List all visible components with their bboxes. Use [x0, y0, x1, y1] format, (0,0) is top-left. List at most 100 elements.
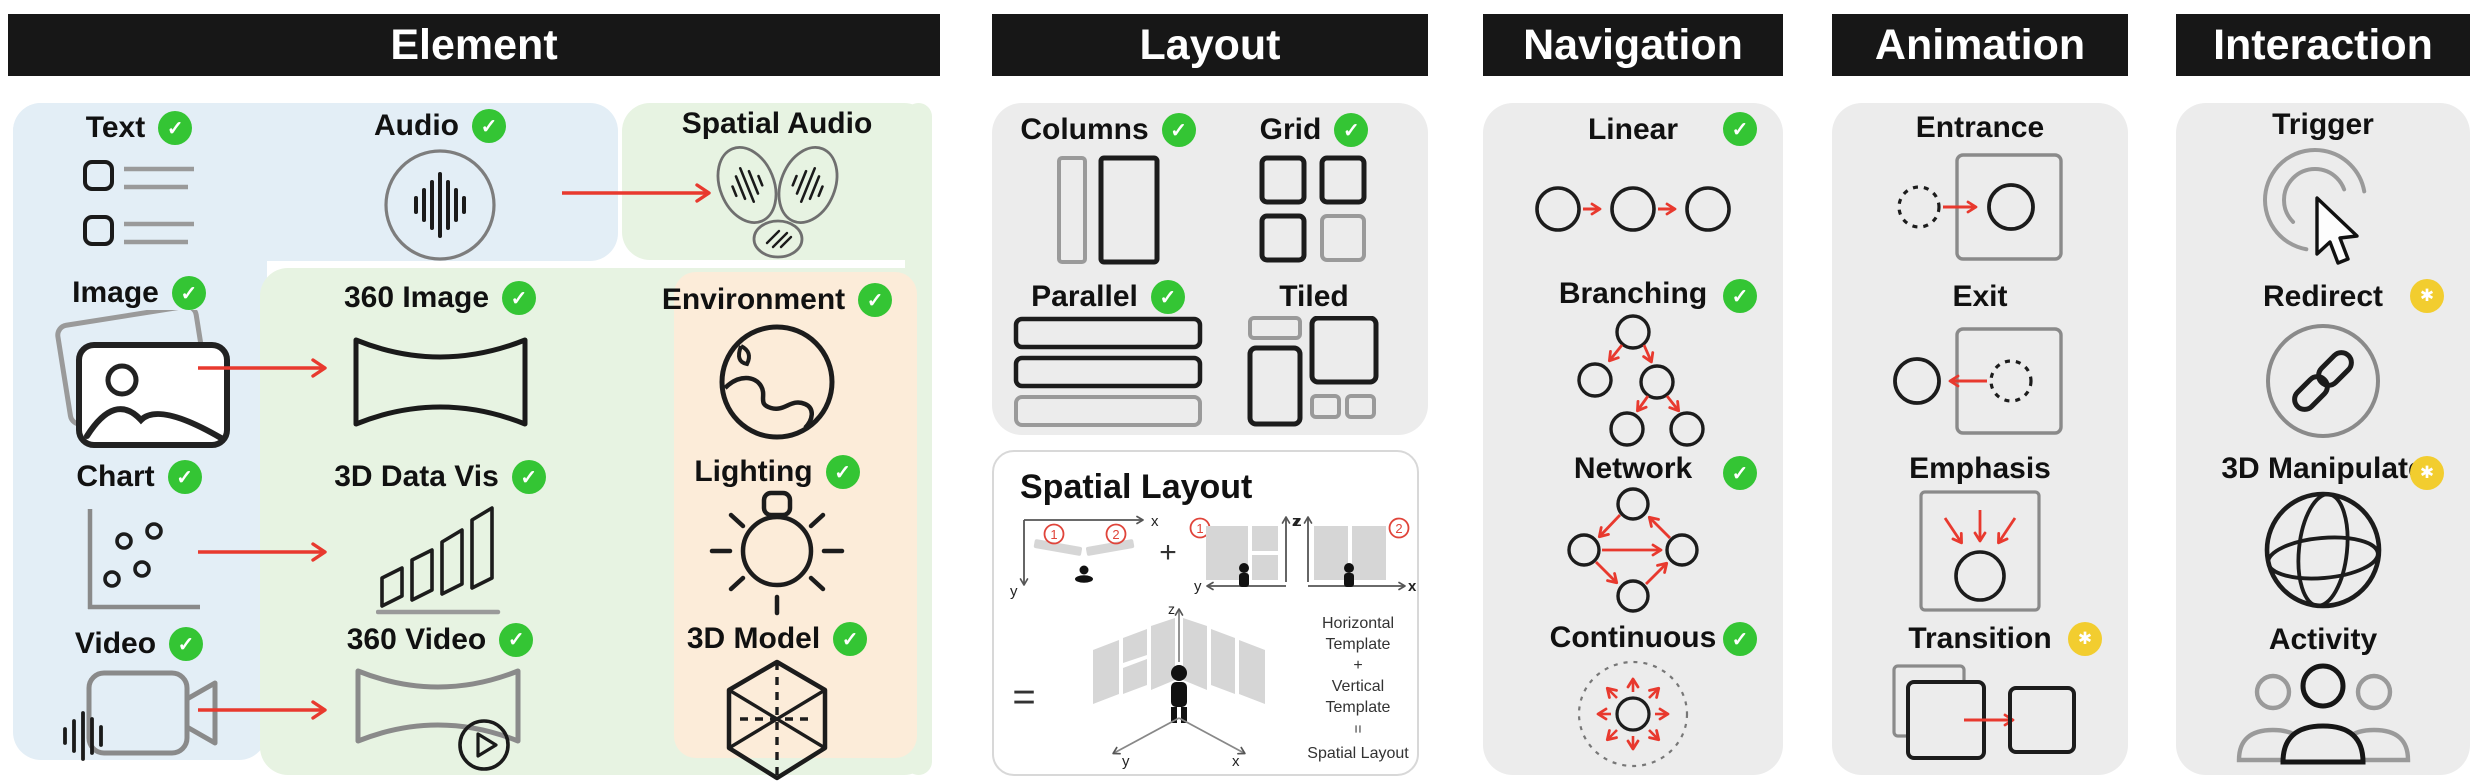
note-line: +	[1353, 657, 1362, 674]
star-badge: ✱	[2068, 622, 2102, 656]
branching-nav-icon	[1483, 312, 1783, 447]
section-title: Element	[390, 20, 558, 69]
axis-y-label: y	[1122, 753, 1130, 770]
num-1: 1	[1050, 527, 1057, 542]
section-interaction: Interaction Trigger Redirect ✱	[2176, 0, 2470, 784]
exit-icon	[1832, 319, 2128, 443]
spatial-layout-diagram: x y 1 2 + 1	[1010, 513, 1417, 770]
linear-nav-icon	[1483, 152, 1783, 266]
item-parallel: Parallel ✓	[1008, 278, 1208, 428]
sphere-3d-icon	[2176, 486, 2470, 614]
animation-panel	[1832, 103, 2128, 775]
item-continuous: Continuous ✓	[1483, 618, 1783, 770]
video-360-icon	[260, 657, 620, 772]
vertical-template-2: z 2 x	[1294, 513, 1417, 595]
item-label: Exit	[1952, 280, 2008, 313]
item-3d-model: 3D Model ✓	[622, 622, 932, 781]
item-3d-data-vis: 3D Data Vis ✓	[260, 455, 620, 623]
star-badge: ✱	[2410, 279, 2444, 313]
item-label: Parallel	[1031, 280, 1138, 313]
item-label: Columns	[1020, 113, 1149, 146]
image-360-icon	[260, 320, 620, 444]
entrance-icon	[1832, 148, 2128, 266]
item-label: Spatial Audio	[681, 106, 873, 140]
section-header-layout: Layout	[992, 14, 1428, 76]
axis-x-label: x	[1408, 578, 1417, 595]
equals-sign: =	[1012, 675, 1035, 719]
check-badge: ✓	[1334, 113, 1369, 147]
model-3d-icon	[622, 656, 932, 784]
note-line: Horizontal	[1322, 615, 1394, 632]
axis-z-label: z	[1168, 601, 1175, 617]
image-icon	[13, 310, 265, 450]
check-badge: ✓	[158, 111, 193, 145]
item-lighting: Lighting ✓	[622, 455, 932, 623]
navigation-panel	[1483, 103, 1783, 775]
check-badge: ✓	[1723, 112, 1757, 146]
item-spatial-audio: Spatial Audio	[622, 106, 932, 261]
num-2: 2	[1395, 521, 1402, 536]
item-label: Image	[72, 276, 159, 309]
item-label: Video	[74, 627, 157, 660]
item-3d-manipulate: 3D Manipulate ✱	[2176, 452, 2470, 614]
grid-icon	[1214, 152, 1414, 268]
check-badge: ✓	[171, 276, 206, 310]
arrow-chart-to-3d-data-vis	[198, 542, 327, 562]
item-activity: Activity	[2176, 618, 2470, 770]
star-badge: ✱	[2410, 456, 2444, 490]
section-title: Animation	[1874, 20, 2086, 69]
check-badge: ✓	[1723, 456, 1757, 490]
arrow-video-to-360-video	[198, 700, 327, 720]
check-badge: ✓	[858, 283, 893, 317]
axis-x-label: x	[1232, 753, 1240, 770]
section-title: Navigation	[1523, 20, 1743, 69]
item-branching: Branching ✓	[1483, 275, 1783, 447]
item-label: Network	[1573, 452, 1693, 485]
check-badge: ✓	[825, 455, 860, 489]
continuous-nav-icon	[1483, 658, 1783, 770]
item-label: Activity	[2268, 623, 2378, 656]
item-network: Network ✓	[1483, 452, 1783, 614]
section-header-animation: Animation	[1832, 14, 2128, 76]
transition-icon	[1832, 660, 2128, 770]
section-title: Interaction	[2213, 20, 2433, 69]
item-label: Redirect	[2262, 280, 2384, 313]
section-navigation: Navigation Linear ✓ Branching ✓	[1483, 0, 1783, 784]
item-label: Environment	[661, 283, 846, 316]
item-environment: Environment ✓	[622, 280, 932, 444]
lighting-icon	[622, 489, 932, 629]
axis-z-label: z	[1294, 513, 1302, 530]
item-redirect: Redirect ✱	[2176, 275, 2470, 443]
environment-icon	[622, 320, 932, 444]
check-badge: ✓	[1723, 622, 1757, 656]
spatial-audio-icon	[622, 141, 932, 261]
item-exit: Exit	[1832, 275, 2128, 443]
section-layout: Layout Columns ✓ Grid ✓	[992, 0, 1428, 784]
num-2: 2	[1112, 527, 1119, 542]
arrow-image-to-360-image	[198, 358, 327, 378]
parallel-icon	[1008, 316, 1208, 428]
item-chart: Chart ✓	[13, 455, 265, 623]
item-label: Trigger	[2272, 108, 2374, 141]
check-badge: ✓	[1723, 279, 1757, 313]
check-badge: ✓	[169, 627, 204, 661]
data-vis-3d-icon	[260, 499, 620, 623]
item-label: Entrance	[1915, 111, 2045, 144]
item-label: Text	[85, 111, 146, 144]
spatial-layout-box: Spatial Layout x y 1 2 +	[992, 450, 1419, 776]
item-label: 360 Image	[343, 281, 490, 314]
note-line: Spatial Layout	[1307, 745, 1409, 762]
item-360-video: 360 Video ✓	[260, 622, 620, 772]
network-nav-icon	[1483, 486, 1783, 614]
arrow-audio-to-spatial-audio	[562, 183, 711, 203]
check-badge: ✓	[511, 460, 546, 494]
item-image: Image ✓	[13, 276, 265, 448]
text-list-icon	[13, 150, 265, 264]
item-trigger: Trigger	[2176, 108, 2470, 266]
note-line: Template	[1326, 699, 1391, 716]
item-360-image: 360 Image ✓	[260, 276, 620, 444]
check-badge: ✓	[1150, 280, 1185, 314]
section-header-element: Element	[8, 14, 940, 76]
item-label: Continuous	[1549, 621, 1717, 654]
item-label: 3D Manipulate	[2221, 452, 2425, 485]
